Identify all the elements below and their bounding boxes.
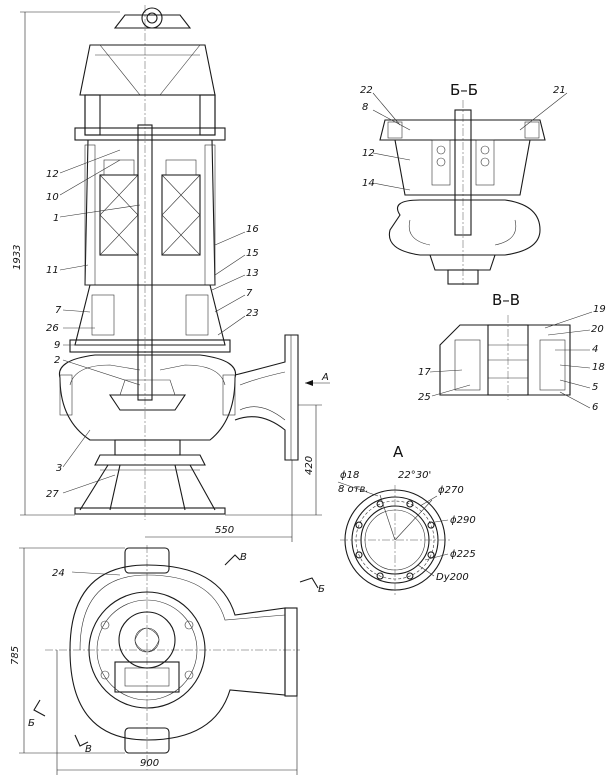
vv-callout-17: 17 [418,367,463,378]
dim-420: 420 [304,456,315,475]
cut-b-left: Б [28,718,35,729]
main-elevation-view [58,5,299,520]
vv-callout-6: 6 [559,391,598,413]
callout-10: 10 [46,159,121,203]
svg-text:20: 20 [591,324,604,335]
svg-text:15: 15 [246,248,259,259]
callout-15: 15 [214,248,259,276]
svg-text:9: 9 [54,340,60,351]
callout-12: 12 [46,149,121,180]
svg-text:7: 7 [246,288,253,299]
callout-16: 16 [214,224,259,246]
dim-1933: 1933 [12,245,23,270]
d225-label: ϕ225 [450,549,476,560]
section-bb: Б–Б 22 8 12 14 21 [360,81,568,285]
plan-dimensions: 785 900 В Б Б В [10,547,325,775]
dim-900: 900 [140,758,159,769]
bb-callout-8: 8 [362,102,411,131]
callout-7b: 7 [214,288,253,313]
callout-13: 13 [211,268,259,291]
bolt-hole [406,500,414,508]
section-vv: В–В 17 25 19 20 4 18 5 6 [418,291,606,413]
svg-text:18: 18 [592,362,605,373]
dim-550: 550 [215,525,234,536]
svg-text:7: 7 [55,305,62,316]
main-callouts: 12 10 1 11 7 26 9 2 3 27 16 15 13 7 23 [46,149,259,500]
cut-b-right: Б [318,584,325,595]
dim-785: 785 [10,646,21,665]
bolt-hole [427,521,435,529]
svg-text:21: 21 [553,85,566,96]
hole-count: 8 отв. [338,484,369,495]
bb-callout-14: 14 [362,178,411,191]
main-dimensions: 1933 420 550 А [12,11,330,542]
bolt-hole [427,551,435,559]
svg-text:8: 8 [362,102,368,113]
callout-23: 23 [217,308,259,336]
svg-text:3: 3 [56,463,62,474]
vv-callout-5: 5 [559,379,598,393]
hole-diam: ϕ18 [340,470,359,481]
svg-text:27: 27 [46,489,59,500]
svg-text:19: 19 [593,304,606,315]
callout-1: 1 [53,204,141,224]
vv-callout-4: 4 [555,344,598,355]
callout-27: 27 [46,474,116,500]
arrow-a-label: А [321,372,329,383]
svg-text:6: 6 [592,402,598,413]
svg-text:25: 25 [418,392,431,403]
callout-2: 2 [54,355,141,386]
d290-label: ϕ290 [450,515,476,526]
detail-a-title: А [393,443,404,461]
vv-callout-20: 20 [547,324,604,336]
svg-text:16: 16 [246,224,259,235]
section-bb-title: Б–Б [450,81,478,99]
svg-text:12: 12 [362,148,375,159]
dn-label: Dy200 [436,572,469,583]
svg-text:17: 17 [418,367,431,378]
svg-text:2: 2 [54,355,60,366]
bb-callout-22: 22 [360,85,401,126]
svg-text:26: 26 [46,323,59,334]
svg-text:23: 23 [246,308,259,319]
svg-text:12: 12 [46,169,59,180]
vv-callout-19: 19 [544,304,606,329]
section-vv-title: В–В [492,291,520,309]
svg-text:22: 22 [360,85,373,96]
svg-text:5: 5 [592,382,598,393]
bolt-hole [376,572,384,580]
callout-11: 11 [46,264,89,276]
plan-view: 24 [45,545,300,770]
callout-26: 26 [46,323,95,334]
bolt-hole [355,521,363,529]
angle-label: 22°30' [398,470,431,481]
svg-text:1: 1 [53,213,59,224]
bolt-hole [406,572,414,580]
callout-7: 7 [55,305,91,316]
svg-text:24: 24 [52,568,65,579]
vv-callout-25: 25 [418,384,471,403]
d270-label: ϕ270 [438,485,464,496]
cut-v-bottom: В [85,744,92,755]
vv-callout-18: 18 [559,362,605,373]
bb-callout-12: 12 [362,148,411,161]
callout-9: 9 [54,340,100,351]
svg-text:10: 10 [46,192,59,203]
svg-text:11: 11 [46,265,59,276]
detail-a: А ϕ18 8 отв. 22°30' ϕ270 ϕ290 ϕ225 Dy200 [337,443,476,595]
bolt-hole [355,551,363,559]
bb-callout-21: 21 [519,85,568,131]
svg-text:14: 14 [362,178,375,189]
bolt-holes [355,500,435,580]
callout-3: 3 [56,429,91,474]
svg-text:4: 4 [592,344,598,355]
svg-text:13: 13 [246,268,259,279]
plan-callout-24: 24 [52,568,121,579]
cut-v-top: В [240,552,247,563]
